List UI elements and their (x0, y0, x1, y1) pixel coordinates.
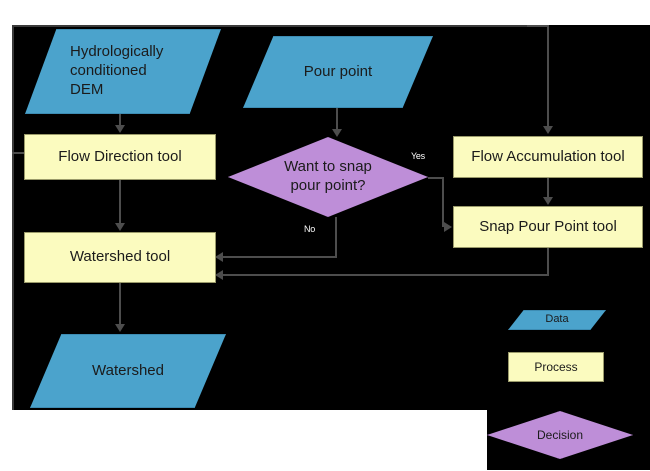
arrowhead-snappourpoint-to-watershedtool (215, 270, 223, 280)
connector-yes-h (428, 177, 444, 179)
arrowhead-no-to-watershedtool (215, 252, 223, 262)
legend-data-label: Data (545, 313, 569, 326)
legend-decision-label: Decision (536, 427, 584, 442)
arrowhead-to-flowaccumulation (543, 126, 553, 134)
pour-point-label: Pour point (303, 62, 373, 80)
node-hydrologically-conditioned-dem[interactable]: Hydrologically conditioned DEM (25, 29, 221, 114)
arrowhead-yes-to-snappourpoint (444, 222, 452, 232)
branch-label-no: No (304, 224, 315, 234)
connector-watershedtool-to-output (119, 283, 121, 325)
node-pour-point[interactable]: Pour point (243, 36, 433, 108)
connector-dem-to-flowdirection (119, 114, 121, 126)
connector-top-to-flowaccumulation-v (547, 25, 549, 127)
dem-label-line2: conditioned (70, 62, 147, 80)
dem-label-line1: Hydrologically (70, 43, 164, 61)
legend-process-label: Process (534, 359, 578, 374)
connector-snappourpoint-h (222, 274, 549, 276)
connector-flowaccumulation-to-snappourpoint (547, 178, 549, 198)
connector-no-v (335, 217, 337, 257)
node-flow-accumulation-tool[interactable]: Flow Accumulation tool (453, 136, 643, 178)
connector-flowdirection-to-watershedtool (119, 180, 121, 224)
connector-pourpoint-to-decision (336, 108, 338, 130)
connector-no-h (222, 256, 337, 258)
branch-label-yes: Yes (411, 151, 425, 161)
arrowhead-flowaccumulation-to-snappourpoint (543, 197, 553, 205)
arrowhead-pourpoint-to-decision (332, 129, 342, 137)
decision-label-line1: Want to snap (284, 158, 372, 176)
connector-yes-v (442, 177, 444, 227)
dem-label-line3: DEM (70, 80, 104, 98)
legend-item-data: Data (508, 310, 606, 330)
watershed-output-label: Watershed (92, 361, 164, 379)
connector-top-to-flowaccumulation-h (527, 25, 549, 27)
node-snap-pour-point-tool[interactable]: Snap Pour Point tool (453, 206, 643, 248)
arrowhead-dem-to-flowdirection (115, 125, 125, 133)
legend-item-process: Process (508, 352, 604, 382)
watershed-tool-label: Watershed tool (69, 248, 171, 266)
connector-snappourpoint-v (547, 248, 549, 276)
snap-pour-point-label: Snap Pour Point tool (479, 217, 617, 235)
flow-direction-label: Flow Direction tool (58, 147, 182, 165)
node-flow-direction-tool[interactable]: Flow Direction tool (24, 134, 216, 180)
node-watershed-output[interactable]: Watershed (30, 334, 226, 408)
connector-left-stub-flowdirection (12, 152, 25, 154)
flow-accumulation-label: Flow Accumulation tool (471, 147, 625, 165)
arrowhead-watershedtool-to-output (115, 324, 125, 332)
arrowhead-flowdirection-to-watershedtool (115, 223, 125, 231)
node-watershed-tool[interactable]: Watershed tool (24, 232, 216, 283)
decision-label-line2: pour point? (290, 177, 366, 194)
